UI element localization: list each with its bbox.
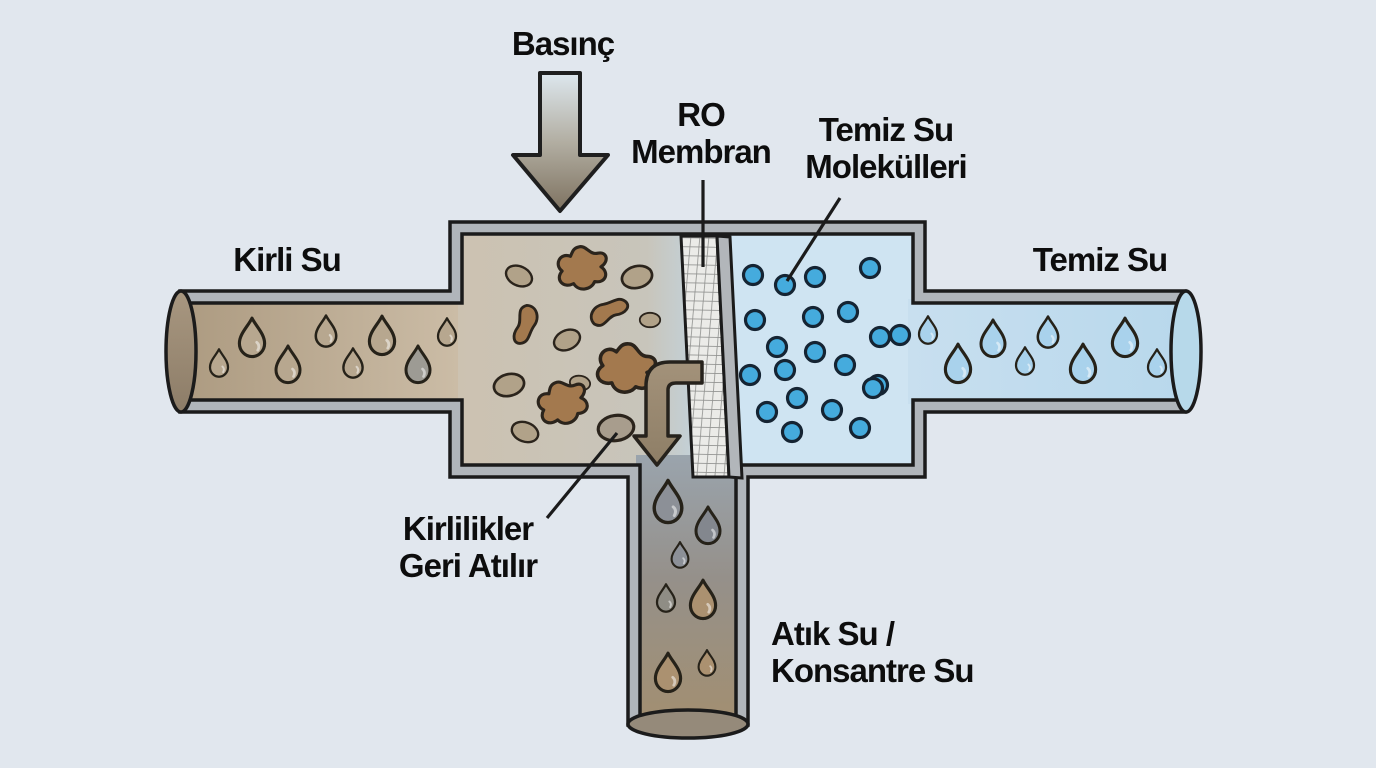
clean-water-label: Temiz Su <box>1032 241 1168 278</box>
ro-membrane-label-line2: Membran <box>631 133 772 170</box>
water-molecule <box>801 305 825 329</box>
impurities-label-line2: Geri Atılır <box>398 547 538 584</box>
water-molecule <box>743 308 767 332</box>
ro-membrane-side <box>715 234 744 480</box>
impurity-blob <box>638 311 662 329</box>
waste-water-label-line1: Atık Su / <box>771 615 895 652</box>
impurities-label: Kirlilikler Geri Atılır <box>398 510 538 584</box>
water-molecule <box>741 263 765 287</box>
pressure-arrow-icon <box>511 71 610 213</box>
waste-pipe-cap <box>626 708 750 740</box>
water-molecule <box>773 273 797 297</box>
water-molecule <box>836 300 860 324</box>
ro-membrane-label-line1: RO <box>677 96 725 133</box>
water-molecule <box>803 340 827 364</box>
water-molecule <box>868 325 892 349</box>
dirty-water-label: Kirli Su <box>233 241 342 278</box>
water-molecule <box>858 256 882 280</box>
molecules-leader-line <box>785 197 842 282</box>
feed-pipe-cap <box>164 289 198 414</box>
water-molecule <box>803 265 827 289</box>
pressure-label: Basınç <box>511 25 615 62</box>
clean-molecules-label-line1: Temiz Su <box>818 111 954 148</box>
water-molecule <box>780 420 804 444</box>
water-molecule <box>765 335 789 359</box>
waste-water-label: Atık Su / Konsantre Su <box>771 615 975 689</box>
water-molecule <box>833 353 857 377</box>
water-molecule <box>755 400 779 424</box>
impurities-label-line1: Kirlilikler <box>402 510 534 547</box>
water-molecule <box>785 386 809 410</box>
clean-molecules-label-line2: Molekülleri <box>805 148 967 185</box>
waste-water-label-line2: Konsantre Su <box>771 652 975 689</box>
waste-pipe-fill <box>636 455 740 725</box>
interior-fills <box>180 234 1185 725</box>
water-molecule <box>820 398 844 422</box>
clean-pipe-cap <box>1169 289 1203 414</box>
clean-molecules-label: Temiz Su Molekülleri <box>805 111 967 185</box>
water-molecule <box>738 363 762 387</box>
water-molecule <box>888 323 912 347</box>
water-molecule <box>848 416 872 440</box>
impurities-leader-line <box>545 431 619 520</box>
water-molecule <box>861 376 885 400</box>
pipe-inner-outline <box>178 232 1187 727</box>
water-molecule <box>773 358 797 382</box>
clean-pipe-fill <box>908 299 1185 404</box>
ro-membrane-label: RO Membran <box>631 96 772 170</box>
reject-flow-arrow <box>632 360 704 467</box>
